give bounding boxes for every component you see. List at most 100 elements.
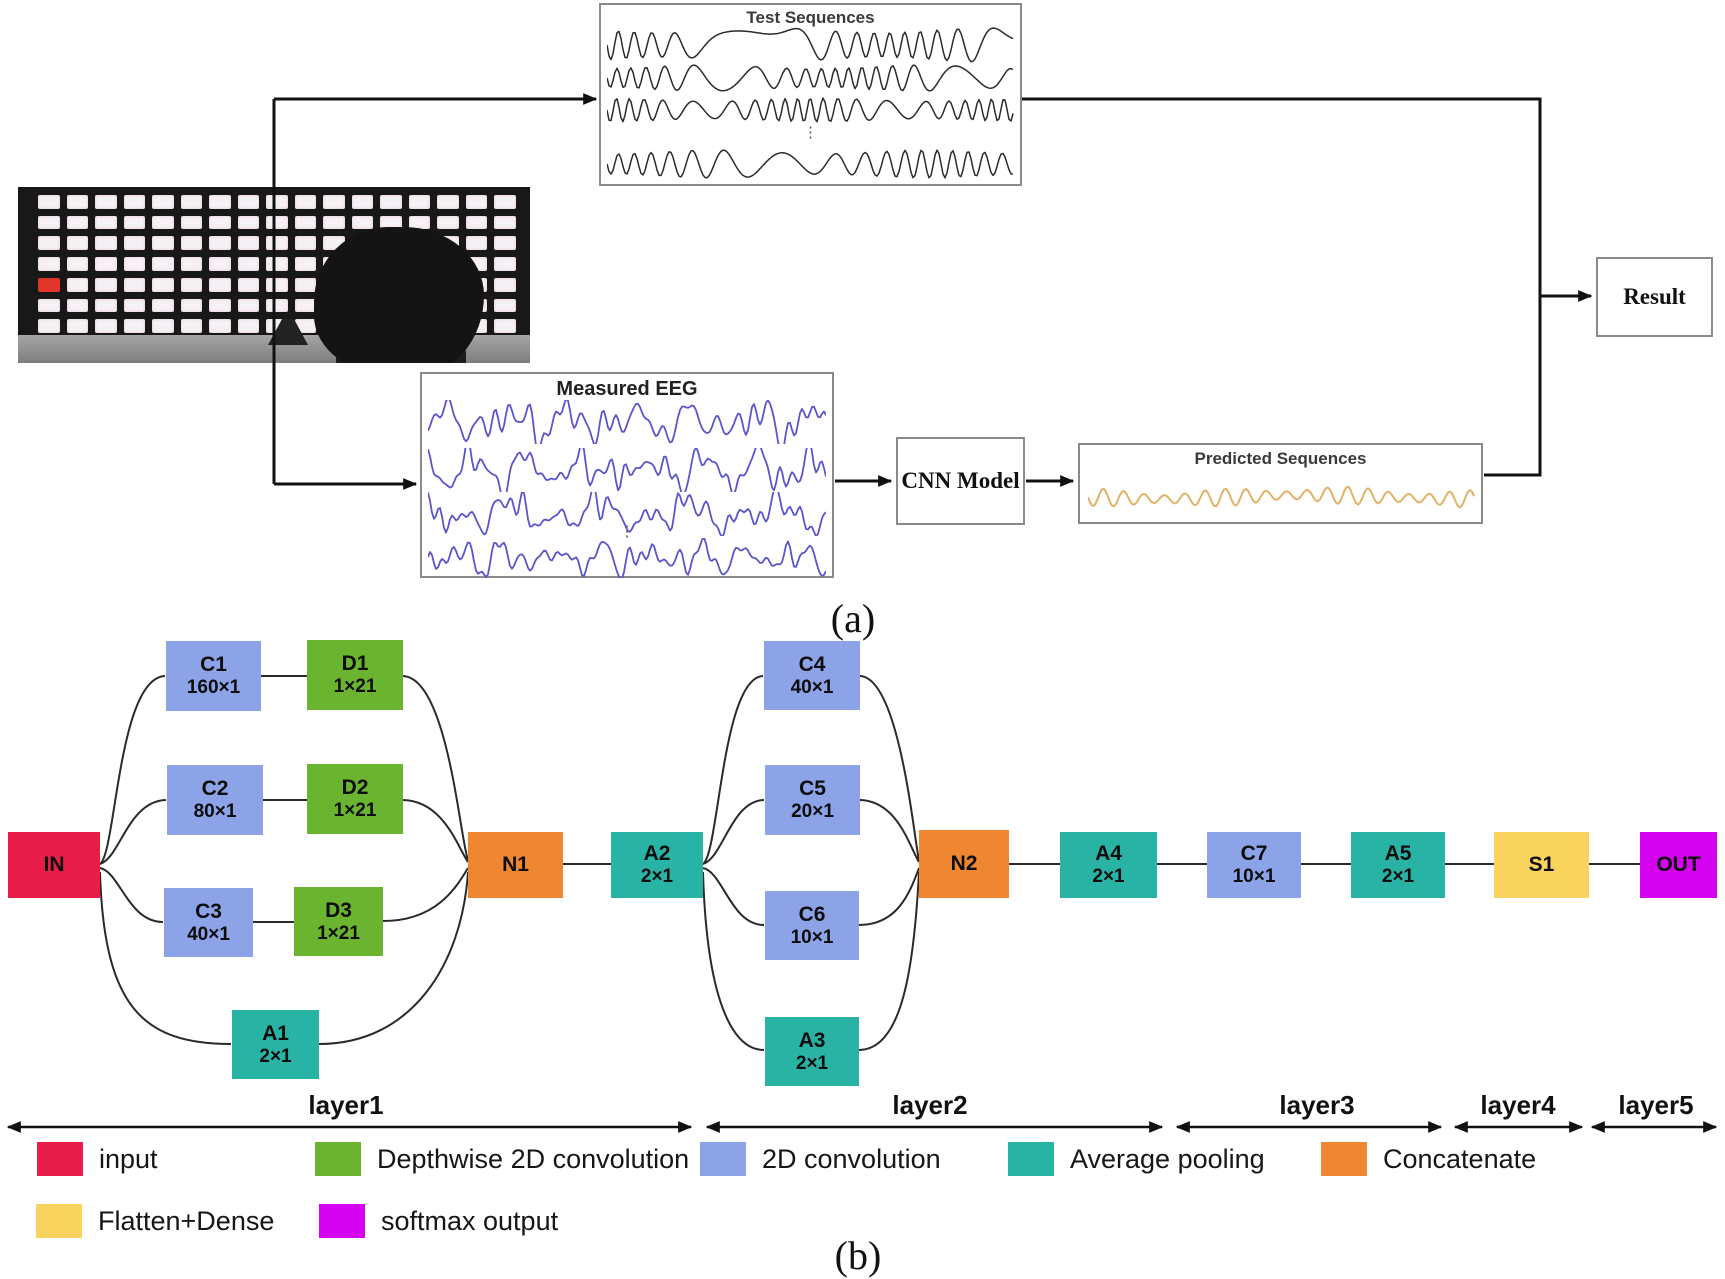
measured-eeg-title: Measured EEG xyxy=(556,378,698,400)
test-wave-1 xyxy=(607,27,1014,63)
stimulus-cell xyxy=(266,236,288,251)
stimulus-cell xyxy=(237,236,260,251)
test-wave-4 xyxy=(607,149,1014,179)
stimulus-cell xyxy=(209,319,231,333)
stimulus-cell xyxy=(237,319,260,333)
stimulus-cell xyxy=(380,215,402,230)
subject-head xyxy=(314,227,484,363)
stimulus-cell xyxy=(237,298,260,313)
stimulus-cell xyxy=(209,236,231,251)
stimulus-cell xyxy=(266,195,288,209)
stimulus-cell xyxy=(209,215,231,230)
stimulus-cell xyxy=(38,298,60,313)
stimulus-cell xyxy=(123,298,146,313)
stimulus-cell xyxy=(494,215,516,230)
stimulus-cell xyxy=(152,195,174,209)
flatten-swatch xyxy=(36,1204,82,1238)
result-label: Result xyxy=(1623,284,1686,309)
stimulus-cell xyxy=(209,298,231,313)
avgpool-swatch xyxy=(1008,1142,1054,1176)
stimulus-cell xyxy=(465,236,488,251)
predicted-sequences-box: Predicted Sequences xyxy=(1078,443,1483,524)
stimulus-cell xyxy=(66,195,89,209)
stimulus-cell xyxy=(152,236,174,251)
stimulus-cell xyxy=(38,236,60,251)
stimulus-cell xyxy=(180,195,203,209)
stimulus-cell xyxy=(494,319,516,333)
test-sequences-title: Test Sequences xyxy=(746,8,875,27)
node-N1: N1 xyxy=(468,832,563,898)
input-swatch xyxy=(37,1142,83,1176)
legend-conv2d: 2D convolution xyxy=(700,1142,941,1176)
stimulus-cell xyxy=(237,277,260,292)
eeg-wave-2 xyxy=(428,448,826,492)
target-stimulus-cell xyxy=(38,277,60,292)
stimulus-cell xyxy=(494,236,516,251)
node-S1: S1 xyxy=(1494,832,1589,898)
legend-concat: Concatenate xyxy=(1321,1142,1536,1176)
stimulus-cell xyxy=(66,277,89,292)
stimulus-cell xyxy=(465,195,488,209)
stimulus-cell xyxy=(294,277,317,292)
stimulus-cell xyxy=(95,215,117,230)
stimulus-cell xyxy=(294,195,317,209)
stimulus-cell xyxy=(123,257,146,271)
stimulus-cell xyxy=(66,298,89,313)
layer1-label: layer1 xyxy=(308,1090,384,1120)
stimulus-cell xyxy=(180,257,203,271)
stimulus-cell xyxy=(209,195,231,209)
stimulus-cell xyxy=(95,195,117,209)
layer5-label: layer5 xyxy=(1618,1090,1694,1120)
stimulus-cell xyxy=(294,236,317,251)
stimulus-cell xyxy=(266,215,288,230)
stimulus-cell xyxy=(123,215,146,230)
panel-b-letter: (b) xyxy=(834,1233,882,1278)
legend-softmax: softmax output xyxy=(319,1204,558,1238)
concat-swatch xyxy=(1321,1142,1367,1176)
stimulus-cell xyxy=(437,215,459,230)
stimulus-cell xyxy=(351,195,374,209)
stimulus-cell xyxy=(180,236,203,251)
stimulus-cell xyxy=(351,215,374,230)
stimulus-cell xyxy=(152,277,174,292)
stimulus-cell xyxy=(66,319,89,333)
stimulus-cell xyxy=(266,277,288,292)
stimulus-cell xyxy=(266,257,288,271)
stimulus-cell xyxy=(152,319,174,333)
test-wave-2 xyxy=(607,64,1014,92)
stimulus-cell xyxy=(152,298,174,313)
stimulus-cell xyxy=(408,195,431,209)
stimulus-cell xyxy=(66,257,89,271)
node-OUT: OUT xyxy=(1640,832,1717,898)
measured-eeg-box: Measured EEG ⋮ xyxy=(420,372,834,578)
stimulus-cell xyxy=(437,195,459,209)
legend-flatten: Flatten+Dense xyxy=(36,1204,274,1238)
cnn-model-label: CNN Model xyxy=(901,468,1020,493)
layer2-label: layer2 xyxy=(892,1090,968,1120)
stimulus-cell xyxy=(95,236,117,251)
stimulus-cell xyxy=(180,319,203,333)
stimulus-cell xyxy=(408,215,431,230)
conv2d-swatch xyxy=(700,1142,746,1176)
stimulus-cell xyxy=(123,195,146,209)
layer4-label: layer4 xyxy=(1480,1090,1556,1120)
eeg-wave-3 xyxy=(428,492,826,536)
stimulus-cell xyxy=(38,195,60,209)
stimulus-cell xyxy=(95,319,117,333)
stimulus-cell xyxy=(152,215,174,230)
measured-eeg-ellipsis: ⋮ xyxy=(619,523,635,540)
predicted-sequences-title: Predicted Sequences xyxy=(1194,449,1367,468)
legend-avgpool: Average pooling xyxy=(1008,1142,1265,1176)
experiment-photo xyxy=(18,187,530,363)
stimulus-cell xyxy=(237,195,260,209)
stimulus-cell xyxy=(123,236,146,251)
stimulus-cell xyxy=(294,257,317,271)
